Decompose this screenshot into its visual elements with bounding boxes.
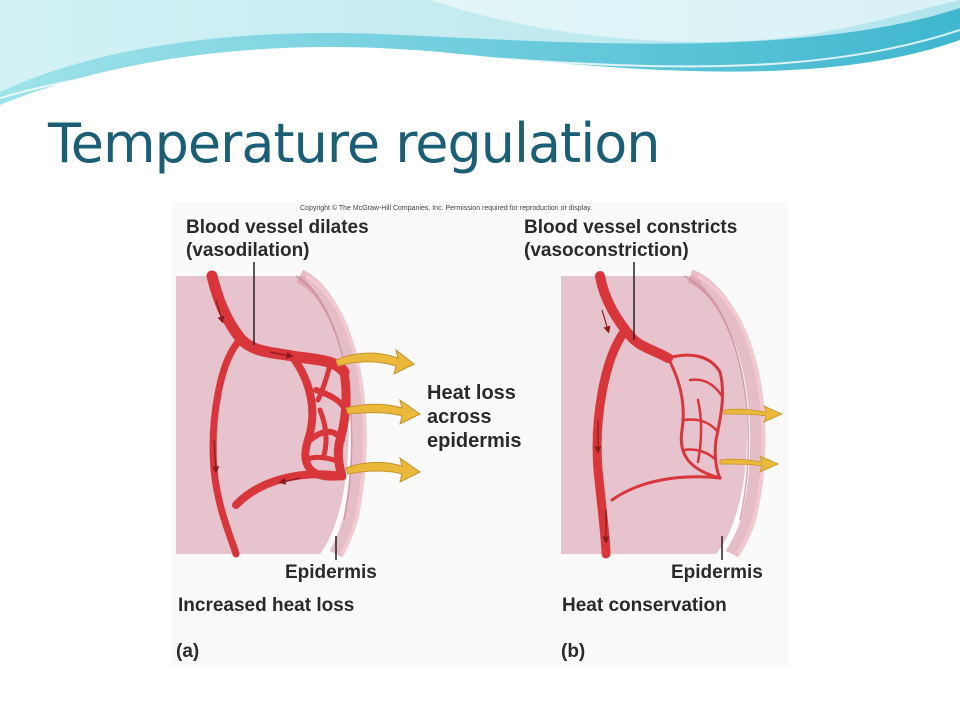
panel-a-epidermis-label: Epidermis	[285, 562, 377, 583]
header-wave-line	[0, 29, 960, 99]
heat-arrows-a	[335, 348, 421, 483]
panel-a-flow-arrows	[212, 299, 301, 485]
slide-title: Temperature regulation	[48, 112, 660, 175]
panel-b-heading: Blood vessel constricts (vasoconstrictio…	[524, 216, 737, 262]
heat-arrow-icon	[345, 398, 421, 425]
panel-a-heading-line2: (vasodilation)	[186, 240, 310, 261]
panel-a-heading: Blood vessel dilates (vasodilation)	[186, 216, 369, 262]
heat-arrow-icon	[345, 456, 421, 483]
heat-arrow-icon	[335, 348, 415, 375]
panel-a-tag: (a)	[176, 641, 200, 662]
panel-a-caption: Increased heat loss	[178, 595, 355, 616]
panel-a-dermis	[176, 269, 367, 558]
panel-a-heading-line1: Blood vessel dilates	[186, 217, 369, 238]
heat-arrow-icon	[723, 405, 783, 423]
panel-b-heading-line1: Blood vessel constricts	[524, 217, 738, 238]
panel-b-caption: Heat conservation	[562, 595, 727, 616]
panel-b-epidermis-label: Epidermis	[671, 562, 763, 583]
panel-b-flow-arrows	[594, 309, 611, 544]
panel-b-tag: (b)	[561, 641, 586, 662]
heat-loss-line1: Heat loss	[427, 382, 516, 404]
panel-b-dermis	[561, 269, 766, 558]
panel-b-heading-line2: (vasoconstriction)	[524, 240, 689, 261]
header-wave-highlight	[430, 0, 960, 42]
copyright-notice: Copyright © The McGraw-Hill Companies, I…	[300, 205, 593, 212]
heat-loss-label: Heat loss across epidermis	[427, 381, 521, 453]
panel-b-vessels	[592, 271, 725, 559]
heat-loss-line3: epidermis	[427, 430, 522, 452]
heat-arrows-b	[719, 405, 783, 473]
heat-loss-line2: across	[427, 406, 492, 428]
heat-arrow-icon	[719, 455, 779, 473]
